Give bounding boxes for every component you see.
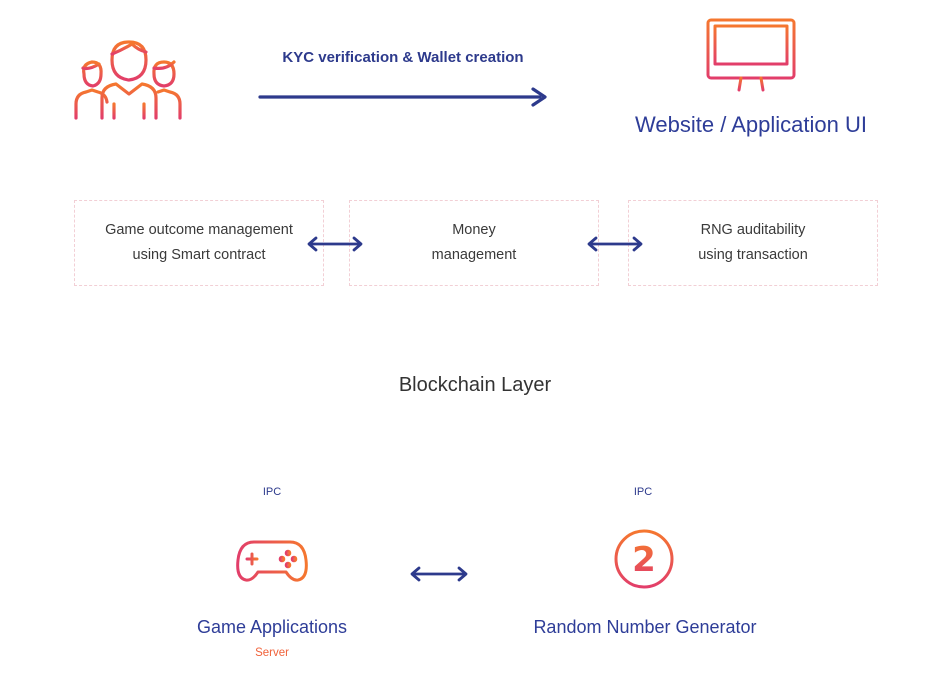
rng-auditability-label: RNG auditability using transaction (698, 222, 808, 263)
rng-auditability-box: RNG auditability using transaction (628, 200, 878, 286)
double-arrow-icon (307, 236, 363, 252)
number-circle-icon: 2 (614, 529, 674, 589)
money-management-box: Money management (349, 200, 599, 286)
ipc-label-rng: IPC (633, 486, 653, 498)
kyc-label: KYC verification & Wallet creation (282, 49, 524, 66)
game-outcome-box: Game outcome management using Smart cont… (74, 200, 324, 286)
kyc-arrow (258, 87, 547, 107)
ipc-label-game: IPC (262, 486, 282, 498)
users-group-icon (74, 40, 182, 120)
blockchain-layer-label: Blockchain Layer (398, 374, 552, 396)
monitor-app-icon (706, 18, 796, 94)
money-management-label: Money management (431, 222, 517, 263)
double-arrow-icon (587, 236, 643, 252)
double-arrow-icon (410, 566, 468, 582)
website-app-ui-label: Website / Application UI (635, 112, 867, 137)
server-label: Server (255, 647, 289, 659)
rng-badge-number: 2 (632, 540, 656, 580)
random-number-generator-label: Random Number Generator (533, 617, 757, 637)
game-outcome-label: Game outcome management using Smart cont… (105, 222, 293, 263)
gamepad-icon (236, 540, 308, 582)
game-applications-label: Game Applications (196, 617, 348, 637)
